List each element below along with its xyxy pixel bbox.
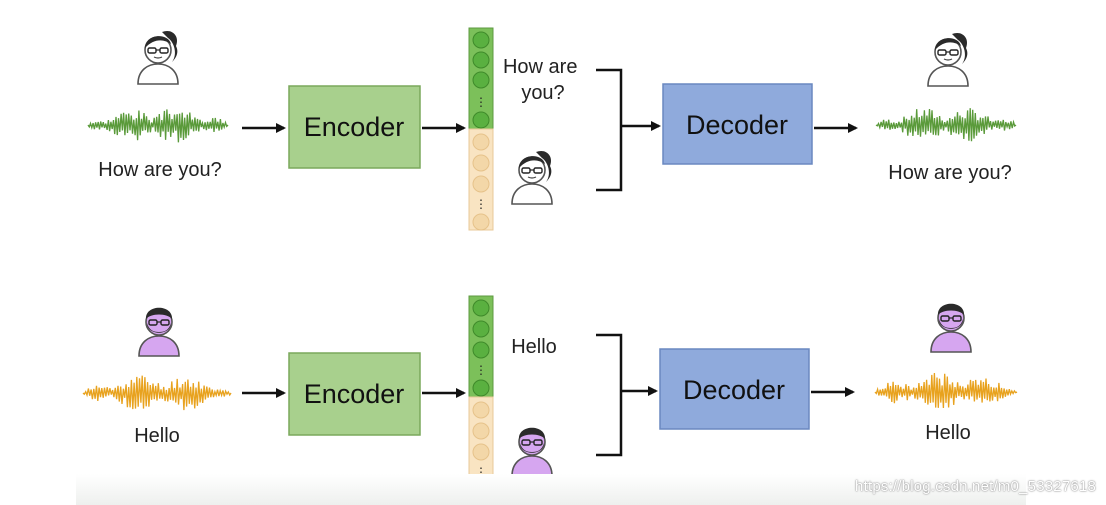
latent-code-vector: ⋮ ⋮ [468, 27, 494, 231]
code-cell [472, 341, 490, 359]
content-label-line1: How are [503, 56, 577, 78]
watermark: https://blog.csdn.net/m0_53327618 [855, 478, 1096, 495]
encoder-box [288, 85, 421, 169]
merge-bracket [596, 333, 623, 457]
code-cell [472, 175, 490, 193]
code-cell [472, 379, 490, 397]
input-utterance-label: How are you? [98, 159, 221, 181]
latent-code-vector: ⋮ ⋮ [468, 295, 494, 499]
decoder-label: Decoder [683, 375, 785, 405]
code-cell [472, 133, 490, 151]
code-cell [472, 422, 490, 440]
merge-bracket [596, 68, 623, 192]
code-cell [472, 401, 490, 419]
man-avatar-icon [138, 306, 180, 357]
output-utterance-label: Hello [925, 422, 971, 444]
output-utterance-label: How are you? [888, 162, 1011, 184]
man-avatar-icon [511, 426, 553, 477]
input-waveform [87, 109, 229, 143]
code-cell [472, 213, 490, 231]
ellipsis: ⋮ [475, 363, 487, 377]
ellipsis: ⋮ [475, 95, 487, 109]
decoder-box [662, 83, 813, 165]
row-top: How are you? Encoder ⋮ ⋮ How are you? [87, 27, 1017, 231]
ellipsis: ⋮ [475, 197, 487, 211]
content-label-line2: you? [521, 82, 564, 104]
content-label: Hello [511, 336, 557, 358]
encoder-label: Encoder [304, 379, 405, 409]
code-cell [472, 443, 490, 461]
decoder-label: Decoder [686, 110, 788, 140]
output-waveform [874, 372, 1018, 409]
content-label: How are you? [503, 56, 583, 104]
input-waveform [82, 375, 232, 411]
code-cell [472, 51, 490, 69]
encoder-box [288, 352, 421, 436]
code-cell [472, 71, 490, 89]
code-cell [472, 154, 490, 172]
code-cell [472, 320, 490, 338]
code-cell [472, 31, 490, 49]
code-cell [472, 111, 490, 129]
encoder-label: Encoder [304, 112, 405, 142]
slide-bottom-band [76, 474, 1026, 505]
man-avatar-icon [930, 302, 972, 353]
woman-avatar-icon [511, 150, 553, 205]
woman-avatar-icon [927, 32, 969, 87]
code-cell [472, 299, 490, 317]
input-utterance-label: Hello [134, 425, 180, 447]
output-waveform [875, 108, 1017, 142]
row-bottom: Hello Encoder ⋮ ⋮ Hello Decoder H [82, 295, 1018, 499]
woman-avatar-icon [137, 30, 179, 85]
decoder-box [659, 348, 810, 430]
